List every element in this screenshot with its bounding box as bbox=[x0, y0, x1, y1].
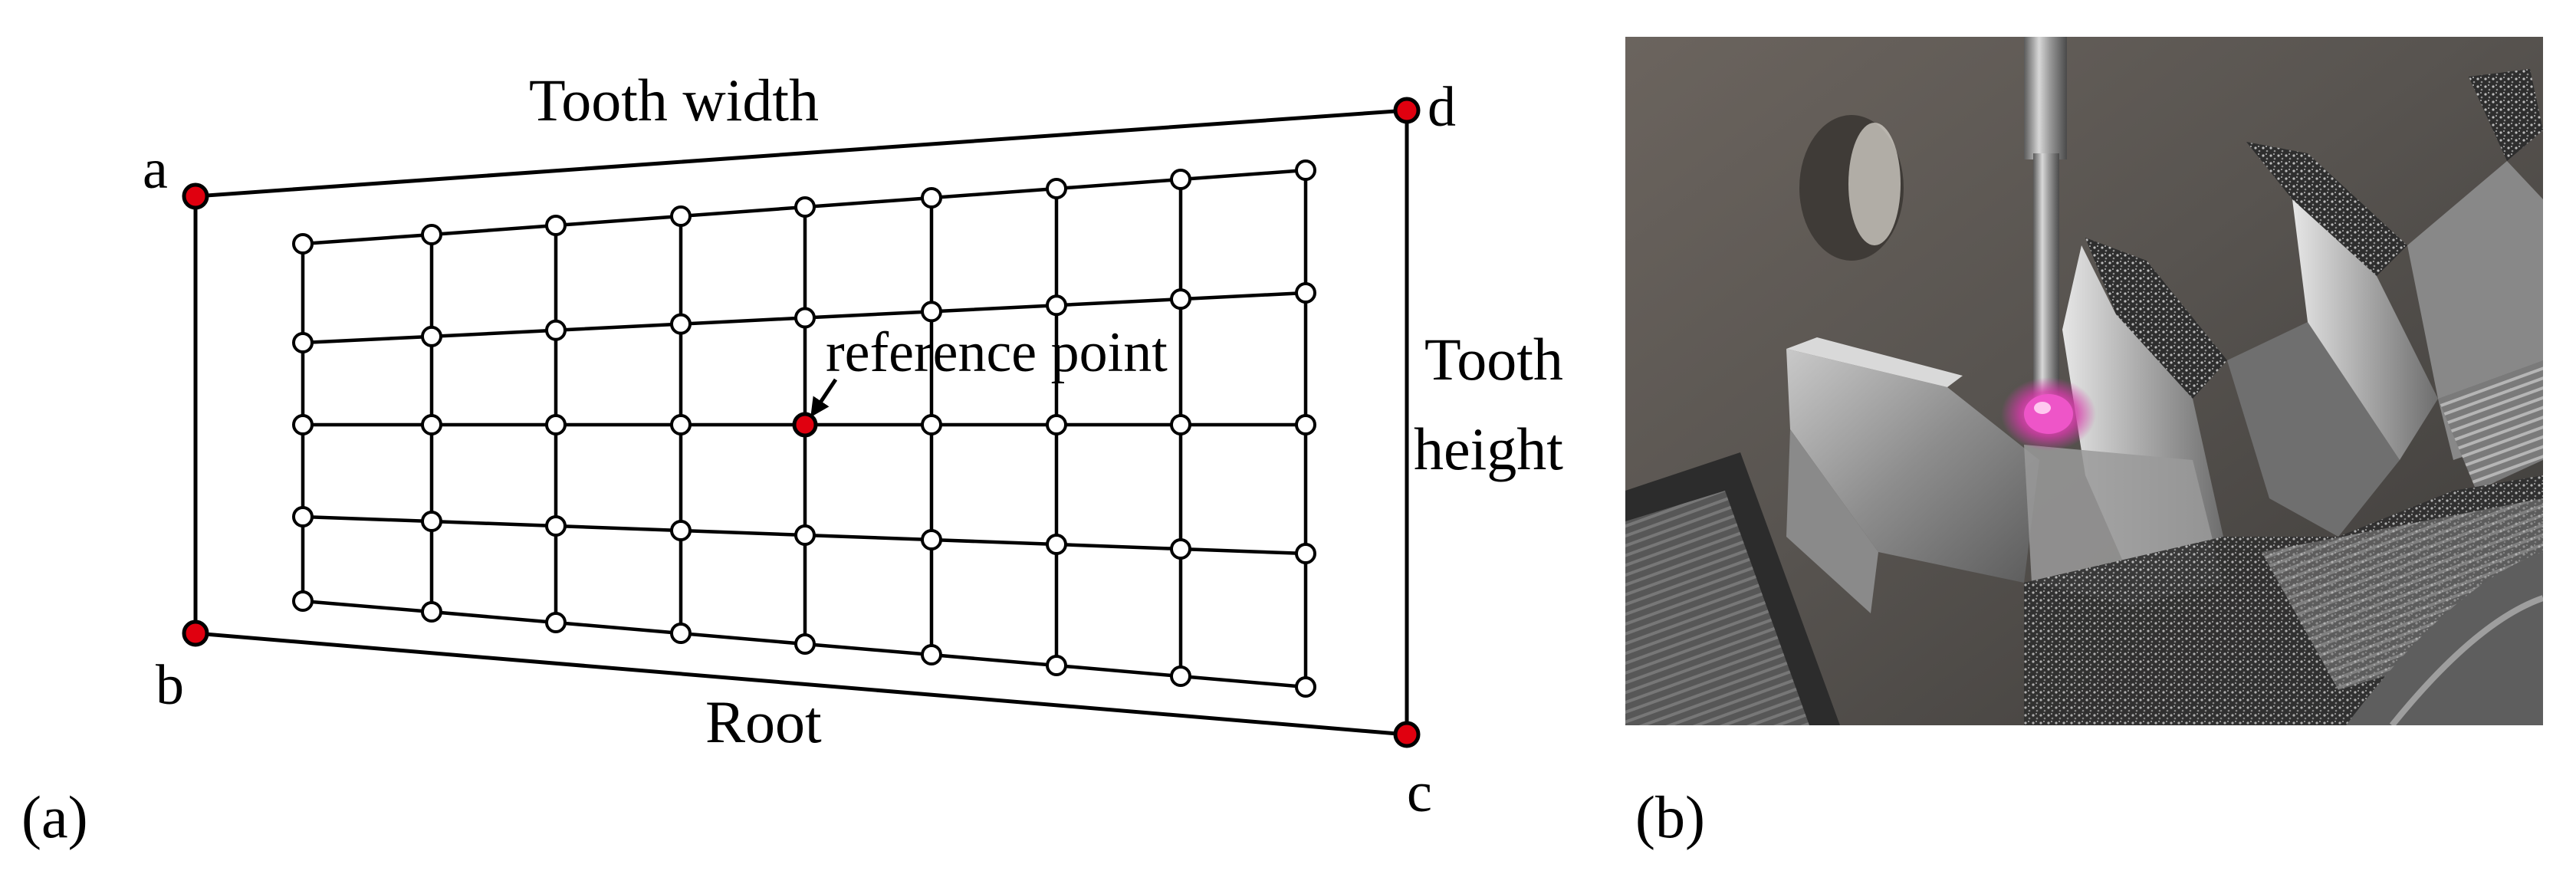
grid-node bbox=[545, 612, 567, 633]
grid-node bbox=[794, 524, 816, 546]
grid-node bbox=[1046, 294, 1067, 317]
grid-node bbox=[1170, 665, 1191, 687]
tooth-height-label-line1: Tooth bbox=[1424, 326, 1563, 393]
grid-node bbox=[1295, 543, 1316, 564]
grid-node bbox=[545, 515, 567, 537]
grid-node bbox=[1295, 414, 1316, 435]
gear-tooth-probe-photo bbox=[1625, 37, 2543, 725]
tooth-width-label: Tooth width bbox=[529, 67, 819, 133]
corner-marker-d bbox=[1393, 97, 1421, 124]
grid-node bbox=[292, 332, 314, 353]
corner-label-a: a bbox=[143, 138, 168, 201]
grid-node bbox=[921, 301, 942, 323]
corner-marker-a bbox=[182, 182, 209, 210]
grid-node bbox=[292, 506, 314, 527]
grid-node bbox=[921, 644, 942, 665]
grid-node bbox=[670, 205, 692, 227]
grid-node bbox=[545, 414, 567, 435]
corner-label-d: d bbox=[1428, 76, 1456, 139]
grid-node bbox=[670, 313, 692, 335]
grid-node bbox=[292, 233, 314, 255]
corner-label-c: c bbox=[1407, 761, 1432, 824]
grid-node bbox=[794, 633, 816, 655]
grid-node bbox=[1170, 288, 1191, 311]
panel-b: (b) bbox=[1625, 37, 2543, 850]
grid-node bbox=[421, 224, 442, 245]
panel-label-a: (a) bbox=[21, 784, 88, 850]
grid-node bbox=[1295, 159, 1316, 181]
grid-node bbox=[545, 319, 567, 341]
grid-node bbox=[1046, 534, 1067, 555]
grid-node bbox=[1046, 655, 1067, 676]
grid-node bbox=[1046, 178, 1067, 199]
reference-arrow bbox=[810, 378, 838, 418]
grid-node bbox=[1170, 414, 1191, 435]
grid-node bbox=[421, 325, 442, 347]
grid-node bbox=[292, 414, 314, 435]
grid-node bbox=[292, 590, 314, 612]
grid-node bbox=[1046, 414, 1067, 435]
tooth-height-label-line2: height bbox=[1414, 416, 1563, 482]
root-label: Root bbox=[705, 688, 822, 755]
corner-label-b: b bbox=[156, 654, 184, 717]
corner-marker-c bbox=[1393, 721, 1421, 748]
grid-node bbox=[1170, 538, 1191, 560]
grid-node bbox=[921, 187, 942, 209]
grid-node bbox=[545, 215, 567, 236]
grid-node bbox=[921, 414, 942, 435]
grid-node bbox=[794, 307, 816, 329]
panel-a: a b c d Tooth width Root Tooth height re… bbox=[21, 67, 1563, 850]
grid-node bbox=[1295, 282, 1316, 304]
grid-node bbox=[921, 529, 942, 550]
measurement-grid-nodes bbox=[292, 159, 1316, 698]
reference-point-label: reference point bbox=[826, 321, 1168, 384]
reference-point-marker bbox=[792, 412, 818, 438]
grid-node bbox=[1295, 676, 1316, 698]
grid-node bbox=[670, 520, 692, 541]
corner-marker-b bbox=[182, 619, 209, 647]
panel-label-b: (b) bbox=[1635, 784, 1705, 850]
grid-node bbox=[421, 414, 442, 435]
grid-node bbox=[1170, 169, 1191, 190]
grid-node bbox=[670, 414, 692, 435]
grid-node bbox=[421, 601, 442, 623]
grid-node bbox=[794, 196, 816, 218]
grid-node bbox=[421, 511, 442, 532]
grid-node bbox=[670, 623, 692, 644]
